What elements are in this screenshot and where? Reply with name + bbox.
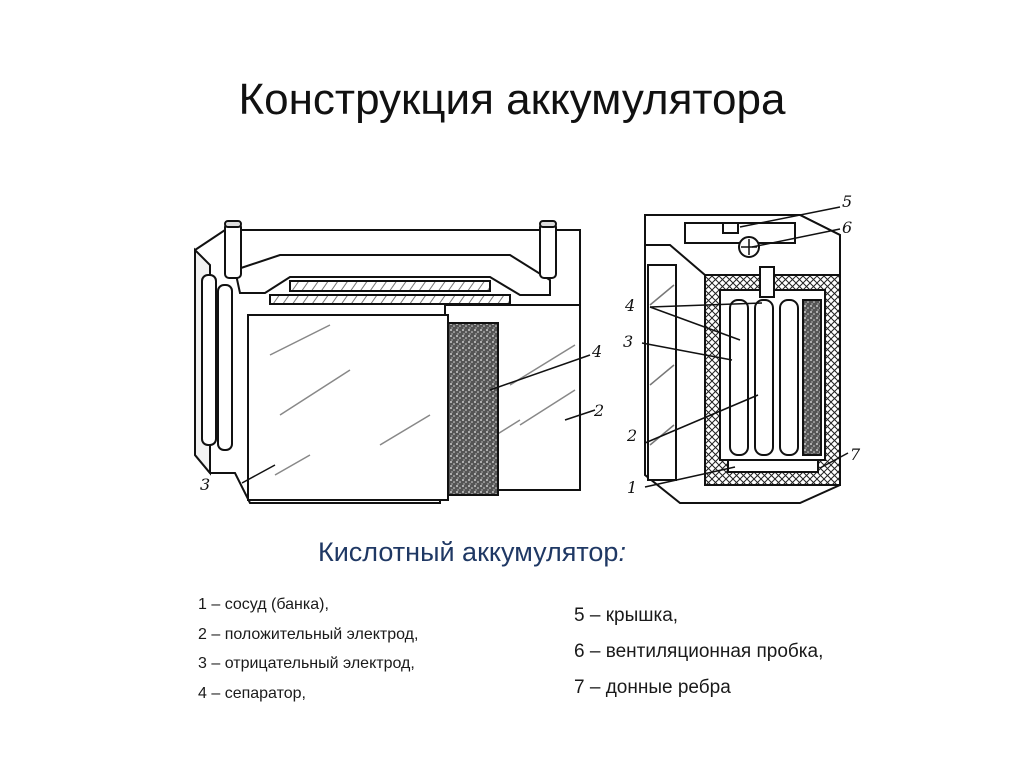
right-callout-1: 1 bbox=[627, 478, 637, 497]
subtitle-colon: : bbox=[618, 537, 626, 567]
right-callout-5: 5 bbox=[842, 192, 852, 211]
legend-left: 1 – сосуд (банка), 2 – положительный эле… bbox=[198, 590, 418, 708]
legend-item-1: 1 – сосуд (банка), bbox=[198, 596, 329, 613]
right-callout-lines bbox=[641, 206, 849, 488]
legend-item-6: 6 – вентиляционная пробка, bbox=[574, 641, 824, 662]
left-callout-lines bbox=[241, 354, 596, 484]
left-callout-4: 4 bbox=[591, 342, 602, 361]
right-callout-3: 3 bbox=[623, 332, 633, 351]
subtitle-text: Кислотный аккумулятор bbox=[318, 537, 619, 567]
right-callout-4: 4 bbox=[624, 296, 635, 315]
slide-title: Конструкция аккумулятора bbox=[238, 75, 786, 124]
left-callout-3: 3 bbox=[200, 475, 210, 494]
right-callout-7: 7 bbox=[850, 445, 861, 464]
right-battery-view bbox=[644, 214, 841, 504]
legend-item-3: 3 – отрицательный электрод, bbox=[198, 655, 415, 672]
legend-item-4: 4 – сепаратор, bbox=[198, 684, 306, 702]
right-callout-6: 6 bbox=[842, 218, 852, 237]
left-battery-view bbox=[194, 220, 581, 504]
legend-item-2: 2 – положительный электрод, bbox=[198, 625, 419, 643]
legend-right: 5 – крышка, 6 – вентиляционная пробка, 7… bbox=[574, 598, 823, 706]
legend-item-5: 5 – крышка, bbox=[574, 605, 679, 626]
left-callout-2: 2 bbox=[593, 401, 604, 420]
right-callout-2: 2 bbox=[626, 426, 637, 445]
slide-subtitle: Кислотный аккумулятор: bbox=[318, 532, 626, 572]
legend-item-7: 7 – донные ребра bbox=[574, 677, 731, 698]
battery-diagram: 4 2 3 bbox=[194, 192, 861, 504]
